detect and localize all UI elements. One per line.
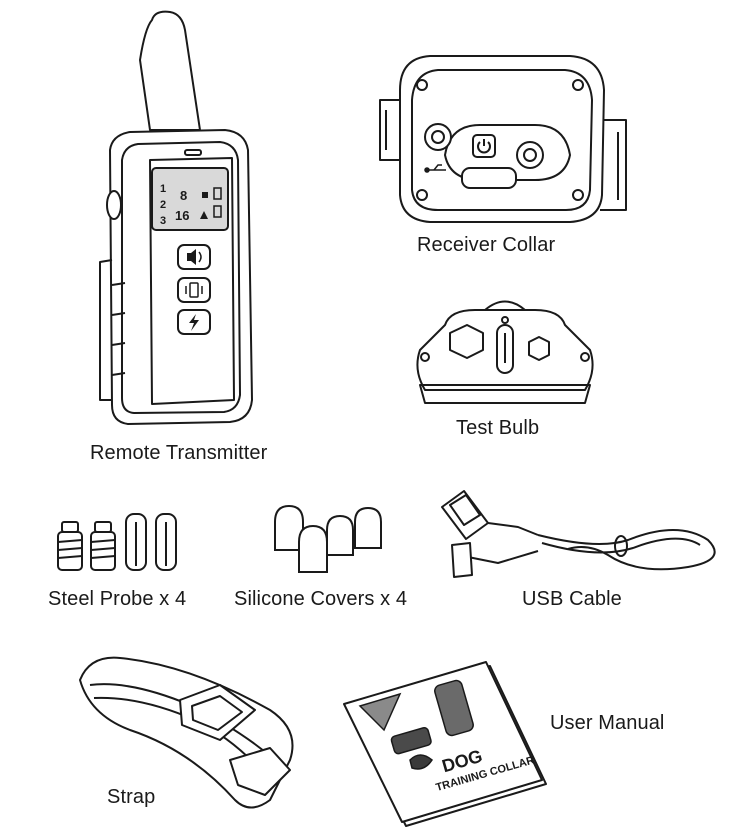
silicone-covers-label: Silicone Covers x 4 bbox=[234, 588, 408, 610]
steel-probe-label: Steel Probe x 4 bbox=[48, 588, 187, 610]
test-bulb-illustration bbox=[416, 300, 594, 404]
speaker-icon bbox=[187, 249, 202, 265]
remote-transmitter-illustration: 1 2 3 8 16 bbox=[99, 10, 253, 425]
user-manual-illustration: DOG TRAINING COLLAR bbox=[343, 661, 547, 827]
battery-icon bbox=[213, 187, 222, 200]
remote-lcd bbox=[151, 167, 229, 231]
steel-probe-illustration bbox=[57, 513, 177, 571]
lcd-channel-1: 1 bbox=[160, 183, 166, 195]
lock-icon bbox=[202, 192, 208, 198]
usb-cable-illustration bbox=[441, 490, 716, 578]
lcd-level-top: 8 bbox=[180, 188, 187, 203]
vibration-icon bbox=[185, 282, 203, 298]
strap-label: Strap bbox=[107, 786, 156, 808]
silicone-covers-illustration bbox=[274, 504, 382, 573]
user-manual-label: User Manual bbox=[550, 712, 665, 734]
strap-illustration bbox=[79, 656, 294, 809]
usb-cable-label: USB Cable bbox=[522, 588, 622, 610]
power-icon bbox=[472, 134, 496, 158]
remote-transmitter-label: Remote Transmitter bbox=[90, 442, 268, 464]
lcd-channel-3: 3 bbox=[160, 215, 166, 227]
lightning-icon bbox=[189, 314, 199, 331]
lcd-level-bottom: 16 bbox=[175, 208, 189, 223]
test-bulb-label: Test Bulb bbox=[456, 417, 540, 439]
lcd-channel-2: 2 bbox=[160, 199, 166, 211]
receiver-collar-label: Receiver Collar bbox=[417, 234, 556, 256]
vibration-button bbox=[177, 277, 211, 303]
usb-icon bbox=[424, 164, 446, 173]
receiver-collar-illustration bbox=[379, 55, 627, 223]
